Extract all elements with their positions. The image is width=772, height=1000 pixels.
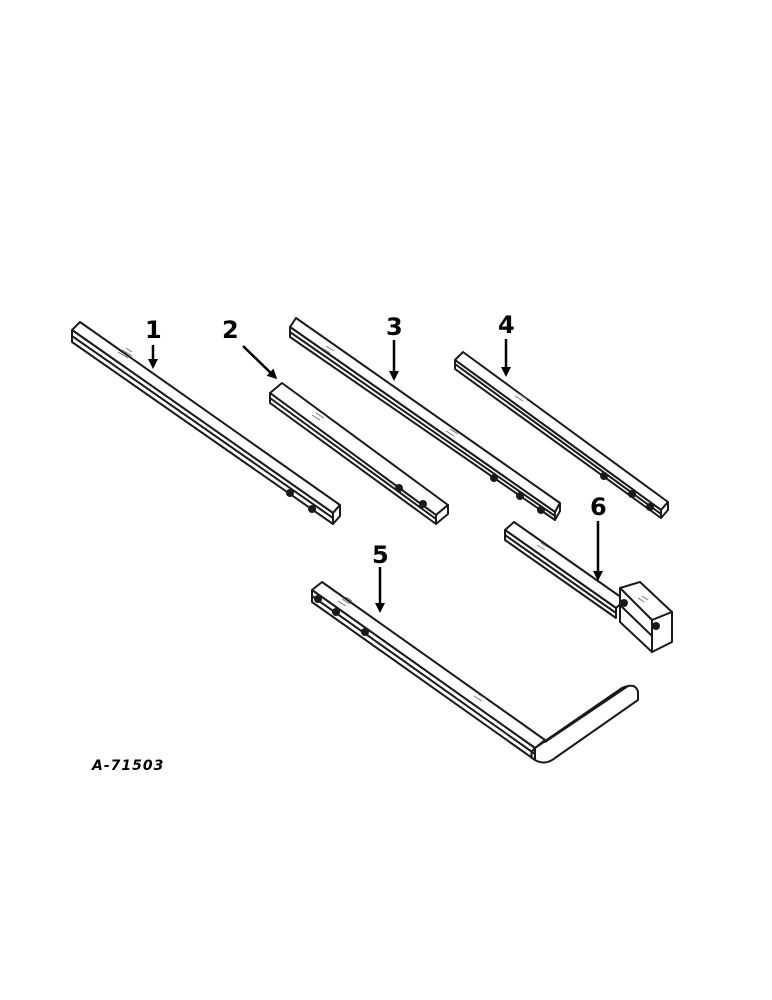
part-6-bar-with-block <box>504 521 673 653</box>
callout-2: 2 <box>222 316 239 344</box>
figure-id: A-71503 <box>91 758 164 774</box>
callout-5: 5 <box>372 541 389 569</box>
part-1-bar <box>71 321 341 525</box>
part-3-bar <box>289 317 561 521</box>
leader-2 <box>242 345 278 380</box>
callout-3: 3 <box>386 313 403 341</box>
callout-1: 1 <box>145 316 162 344</box>
callout-4: 4 <box>498 311 515 339</box>
part-2-bar <box>269 382 449 525</box>
part-5-l-bar <box>311 581 639 764</box>
callout-6: 6 <box>590 493 607 521</box>
part-4-bar <box>454 351 669 519</box>
